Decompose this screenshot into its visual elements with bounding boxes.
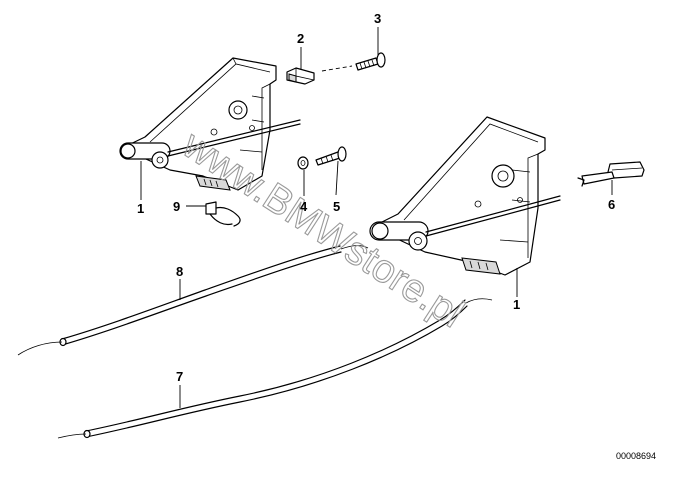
washer-part-4 <box>297 156 309 170</box>
cable-part-8 <box>17 245 369 356</box>
callout-1-right: 1 <box>513 297 520 312</box>
callout-8: 8 <box>176 264 183 279</box>
screw-part-3 <box>321 52 386 72</box>
callout-labels: 1 1 2 3 4 5 6 7 8 9 <box>137 11 615 384</box>
hinge-bracket-right <box>369 116 561 276</box>
handle-part-6 <box>577 161 645 187</box>
callout-3: 3 <box>374 11 381 26</box>
document-id: 00008694 <box>616 451 656 461</box>
hinge-bracket-left <box>119 57 301 191</box>
clip-part-2 <box>286 67 315 85</box>
callout-6: 6 <box>608 197 615 212</box>
screw-part-5 <box>315 146 347 166</box>
callout-5: 5 <box>333 199 340 214</box>
callout-1-left: 1 <box>137 201 144 216</box>
callout-9: 9 <box>173 199 180 214</box>
cable-part-7 <box>57 298 493 439</box>
spring-clip-part-9 <box>205 201 241 227</box>
callout-7: 7 <box>176 369 183 384</box>
callout-2: 2 <box>297 31 304 46</box>
callout-4: 4 <box>300 199 308 214</box>
leader-lines <box>140 27 613 408</box>
